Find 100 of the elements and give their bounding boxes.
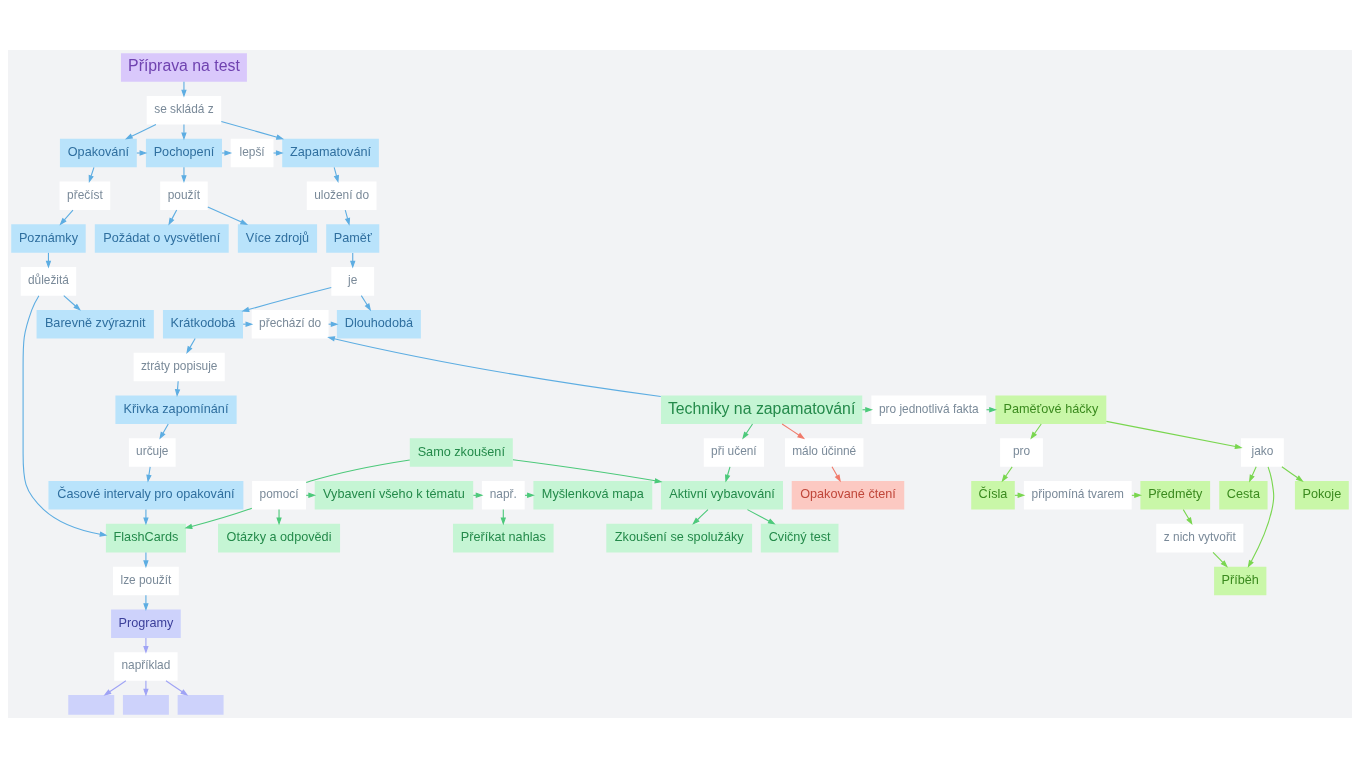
arrow: [143, 594, 149, 611]
arrow: [184, 507, 253, 529]
arrow: [143, 509, 149, 526]
arrow: [207, 206, 249, 225]
node-box: Opakované čtení: [791, 481, 905, 510]
node-box: Cesta: [1219, 481, 1268, 510]
node-box: Aktivní vybavování: [661, 481, 783, 510]
node-box: Programy: [111, 609, 181, 638]
node-box: pro: [1000, 438, 1043, 467]
arrow: [692, 509, 709, 525]
arrow: [220, 120, 285, 140]
node-box: Příprava na test: [120, 53, 247, 82]
arrow: [22, 295, 108, 537]
arrow: [1030, 423, 1042, 440]
node-box: Poznámky: [11, 224, 86, 253]
node-box: pomocí: [252, 481, 306, 510]
node-box: přechází do: [251, 309, 329, 339]
node-box: Více zdrojů: [237, 224, 318, 253]
node-box: jako: [1241, 438, 1284, 467]
arrow: [88, 166, 95, 183]
node-box: Pochopení: [145, 138, 222, 168]
arrow: [221, 150, 233, 156]
arrow: [1281, 466, 1304, 482]
arrow: [1249, 466, 1257, 483]
node-box: Křivka zapomínání: [115, 395, 237, 424]
arrow: [103, 680, 127, 696]
arrow: [124, 123, 157, 140]
node-box: Opakování: [59, 138, 137, 168]
node-box: Barevně zvýraznit: [36, 309, 154, 339]
node-box: [68, 695, 115, 715]
connector: [305, 459, 411, 484]
node-box: přečíst: [59, 181, 111, 211]
arrow: [327, 336, 662, 398]
arrow: [181, 81, 187, 98]
node-box: Paměťové háčky: [995, 395, 1107, 424]
arrow: [174, 380, 181, 397]
arrow: [181, 123, 187, 141]
arrow: [781, 423, 806, 440]
arrow: [146, 466, 152, 483]
node-box: pro jednotlivá fakta: [871, 395, 987, 424]
arrow: [186, 337, 196, 354]
node-box: Dlouhodobá: [336, 309, 421, 339]
arrow: [181, 166, 187, 184]
node-box: Cvičný test: [760, 523, 839, 553]
arrow: [333, 166, 339, 183]
arrow: [273, 150, 284, 156]
node-box: například: [114, 652, 178, 681]
arrow: [276, 509, 282, 526]
node-box: uložení do: [306, 181, 377, 211]
node-box: [177, 695, 224, 715]
arrow: [1014, 492, 1026, 499]
node-box: Předměty: [1140, 481, 1211, 510]
arrow: [344, 209, 351, 226]
node-box: při učení: [703, 438, 764, 467]
arrow: [985, 407, 997, 413]
node-box: Techniky na zapamatování: [661, 395, 863, 424]
node-box: Myšlenková mapa: [533, 481, 653, 510]
node-box: málo účinné: [785, 438, 864, 467]
arrow: [63, 295, 81, 311]
arrow: [165, 680, 189, 696]
node-box: Časové intervaly pro opakování: [48, 481, 244, 510]
node-box: lze použít: [113, 566, 179, 596]
node-box: Čísla: [971, 481, 1015, 510]
node-box: ztráty popisuje: [133, 352, 225, 382]
node-box: určuje: [128, 438, 176, 467]
node-box: Otázky a odpovědi: [218, 523, 341, 553]
arrow: [360, 295, 372, 312]
arrow: [1105, 420, 1243, 450]
node-box: Zkoušení se spolužáky: [606, 523, 753, 553]
node-box: Příběh: [1214, 566, 1267, 596]
node-box: Přeříkat nahlas: [453, 523, 554, 553]
node-box: lepší: [230, 138, 274, 168]
node-box: důležitá: [20, 267, 77, 296]
node-box: např.: [481, 481, 525, 510]
node-box: Vybavení všeho k tématu: [314, 481, 474, 510]
arrow: [143, 637, 149, 654]
node-box: Samo zkoušení: [409, 438, 513, 467]
arrow: [1182, 509, 1193, 526]
node-box: [122, 695, 169, 715]
arrow: [159, 423, 169, 440]
arrow: [136, 150, 148, 156]
arrow: [1247, 466, 1275, 568]
arrow: [1001, 466, 1013, 483]
arrow: [168, 209, 178, 226]
arrow: [1212, 551, 1228, 568]
node-box: se skládá z: [146, 95, 222, 125]
node-box: připomíná tvarem: [1023, 481, 1132, 510]
node-box: Zapamatování: [282, 138, 379, 168]
arrow: [742, 423, 754, 440]
node-box: je: [331, 267, 375, 296]
arrow: [143, 551, 149, 569]
node-box: Požádat o vysvětlení: [94, 224, 229, 253]
node-box: Paměť: [326, 224, 380, 253]
node-box: FlashCards: [105, 523, 186, 553]
arrow: [143, 680, 149, 697]
arrow: [241, 287, 332, 313]
arrow: [512, 459, 663, 484]
node-box: Krátkodobá: [162, 309, 243, 339]
node-box: z nich vytvořit: [1156, 523, 1244, 553]
arrow: [59, 209, 74, 226]
